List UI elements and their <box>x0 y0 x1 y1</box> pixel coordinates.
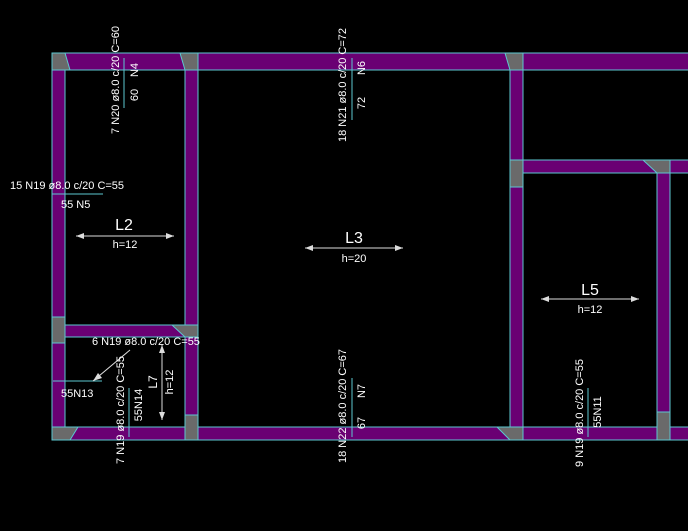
beam-mid-right[interactable] <box>509 52 524 441</box>
slab-L2-name: L2 <box>115 217 133 234</box>
pillar-bottom-right[interactable] <box>656 411 671 441</box>
rebar-N7-spec: 18 N22 ø8.0 c/20 C=67 <box>337 349 349 463</box>
beam-left[interactable] <box>51 52 66 441</box>
slab-L5-arrow-left <box>541 296 549 302</box>
slab-L3-thickness: h=20 <box>342 253 367 265</box>
rebar-N11[interactable]: 9 N19 ø8.0 c/20 C=55 55N11 <box>574 359 604 467</box>
rebar-N6-spec: 18 N21 ø8.0 c/20 C=72 <box>337 28 349 142</box>
rebar-N14-spec: 7 N19 ø8.0 c/20 C=55 <box>115 356 127 464</box>
pillar-top-mid-left[interactable] <box>179 52 199 71</box>
slab-L5[interactable]: L5 h=12 <box>541 282 639 316</box>
pillar-bottom-mid-left[interactable] <box>184 414 199 441</box>
rebar-N13-leader-head <box>93 373 102 381</box>
rebar-N5[interactable]: 15 N19 ø8.0 c/20 C=55 55 N5 <box>10 180 124 211</box>
pillar-bottom-left[interactable] <box>51 426 79 441</box>
rebar-N13-mark: 55N13 <box>61 388 93 400</box>
rebar-N7-mark: N7 <box>356 384 368 398</box>
beam-far-right[interactable] <box>656 159 671 441</box>
pillar-top-mid-right[interactable] <box>504 52 524 71</box>
slab-L7[interactable]: L7 h=12 <box>146 345 176 420</box>
beam-mid-left[interactable] <box>184 52 199 441</box>
slab-L2-thickness: h=12 <box>113 239 138 251</box>
rebar-N11-spec: 9 N19 ø8.0 c/20 C=55 <box>574 359 586 467</box>
rebar-N4-spec: 7 N20 ø8.0 c/20 C=60 <box>110 26 122 134</box>
pillars <box>51 52 671 441</box>
rebar-N7[interactable]: 18 N22 ø8.0 c/20 C=67 N7 67 <box>337 349 368 463</box>
rebar-N6[interactable]: 18 N21 ø8.0 c/20 C=72 N6 72 <box>337 28 368 142</box>
rebar-N6-length: 72 <box>356 97 368 109</box>
pillar-small-horizontal-end[interactable] <box>170 324 199 338</box>
pillar-left-middle[interactable] <box>51 316 66 344</box>
rebar-N6-mark: N6 <box>356 61 368 75</box>
rebar-N5-spec: 15 N19 ø8.0 c/20 C=55 <box>10 180 124 192</box>
rebar-N7-length: 67 <box>356 417 368 429</box>
beam-bottom[interactable] <box>51 426 688 441</box>
rebar-N4[interactable]: 7 N20 ø8.0 c/20 C=60 N4 60 <box>110 26 141 134</box>
rebar-N4-mark: N4 <box>129 63 141 77</box>
pillar-top-left[interactable] <box>51 52 71 71</box>
slab-L3-arrow-left <box>305 245 313 251</box>
rebar-N14-mark: 55N14 <box>133 389 145 421</box>
slab-L3[interactable]: L3 h=20 <box>305 230 403 265</box>
slab-L7-arrow-bottom <box>159 412 165 420</box>
slab-L3-arrow-right <box>395 245 403 251</box>
slab-L7-name: L7 <box>146 375 160 389</box>
rebar-N13-spec: 6 N19 ø8.0 c/20 C=55 <box>92 336 200 348</box>
rebar-N4-length: 60 <box>129 89 141 101</box>
slab-L5-name: L5 <box>581 282 599 299</box>
beam-top[interactable] <box>51 52 688 71</box>
slab-L5-thickness: h=12 <box>578 304 603 316</box>
slab-L7-arrow-top <box>159 345 165 353</box>
rebar-N13[interactable]: 6 N19 ø8.0 c/20 C=55 55N13 <box>53 336 200 400</box>
pillar-right-upper-right[interactable] <box>641 159 671 174</box>
slab-L7-thickness: h=12 <box>164 370 176 395</box>
rebar-N14[interactable]: 7 N19 ø8.0 c/20 C=55 55N14 <box>115 356 145 464</box>
slab-L2-arrow-right <box>166 233 174 239</box>
pillar-right-upper-left[interactable] <box>509 159 524 188</box>
rebar-N11-mark: 55N11 <box>592 396 604 428</box>
slab-L2[interactable]: L2 h=12 <box>76 217 174 251</box>
slab-L3-name: L3 <box>345 230 363 247</box>
slab-L5-arrow-right <box>631 296 639 302</box>
rebar-N5-mark: 55 N5 <box>61 199 90 211</box>
pillar-bottom-mid-right[interactable] <box>495 426 524 441</box>
slab-L2-arrow-left <box>76 233 84 239</box>
